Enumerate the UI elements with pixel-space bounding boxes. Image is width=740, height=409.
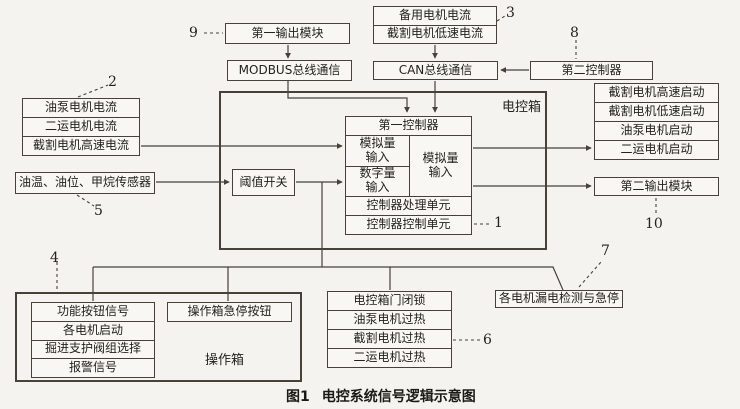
- stack-row: 备用电机电流: [374, 7, 496, 26]
- callout-5: 5: [94, 203, 103, 219]
- cell-processing-unit: 控制器处理单元: [346, 196, 471, 215]
- box-backup-current-stack: 备用电机电流 截割电机低速电流: [373, 6, 497, 44]
- stack-row: 截割电机高速启动: [595, 84, 718, 103]
- cell-analog-input-right: 模拟量输入: [422, 151, 459, 179]
- stack-row: 油泵电机过热: [328, 311, 451, 330]
- cell-analog-input: 模拟量输入: [346, 136, 409, 167]
- box-motor-current-stack: 油泵电机电流 二运电机电流 截割电机高速电流: [22, 98, 140, 156]
- figure-caption: 图1 电控系统信号逻辑示意图: [286, 386, 476, 406]
- stack-row: 截割电机高速电流: [32, 138, 129, 153]
- stack-row: 报警信号: [68, 360, 117, 375]
- box-second-output-module: 第二输出模块: [594, 177, 719, 196]
- leader-callout-5: [76, 194, 95, 207]
- cell-digital-input: 数字量输入: [359, 166, 396, 195]
- box-can-bus: CAN总线通信: [373, 61, 498, 80]
- box-leakage-detect: 各电机漏电检测与急停: [495, 290, 623, 308]
- box-first-controller: 第一控制器 模拟量输入 数字量输入 模拟量输入 控制器处理单元 控制器控制单元: [345, 116, 472, 235]
- box-sensors: 油温、油位、甲烷传感器: [15, 172, 155, 194]
- first-controller-title: 第一控制器: [346, 117, 471, 136]
- stack-row: 电控箱门闭锁: [328, 292, 451, 311]
- stack-row: 截割电机低速电流: [386, 26, 483, 41]
- operator-box-label: 操作箱: [205, 353, 245, 368]
- callout-4: 4: [50, 250, 59, 266]
- callout-9: 9: [189, 25, 198, 41]
- callout-3: 3: [506, 5, 515, 21]
- stack-row: 截割电机过热: [328, 330, 451, 349]
- leader-callout-2: [77, 84, 109, 98]
- leader-callout-7: [578, 261, 602, 288]
- stack-row: 二运电机过热: [353, 350, 426, 365]
- callout-1: 1: [494, 215, 503, 231]
- callout-7: 7: [601, 243, 610, 259]
- operator-box: [15, 292, 302, 382]
- stack-row: 油泵电机电流: [23, 99, 139, 118]
- callout-10: 10: [645, 216, 663, 232]
- cell-control-unit: 控制器控制单元: [346, 215, 471, 234]
- stack-row: 截割电机低速启动: [595, 103, 718, 122]
- callout-8: 8: [570, 25, 579, 41]
- box-threshold-switch: 阈值开关: [232, 169, 295, 196]
- stack-row: 掘进支护阀组选择: [32, 341, 154, 360]
- figure-number: 图1: [286, 389, 310, 405]
- box-modbus-bus: MODBUS总线通信: [227, 60, 352, 81]
- figure-title: 电控系统信号逻辑示意图: [321, 389, 476, 405]
- box-startup-stack: 截割电机高速启动 截割电机低速启动 油泵电机启动 二运电机启动: [594, 83, 719, 160]
- callout-6: 6: [483, 332, 492, 348]
- box-estop-button: 操作箱急停按钮: [167, 302, 292, 322]
- callout-2: 2: [108, 74, 117, 90]
- stack-row: 各电机启动: [32, 322, 154, 341]
- stack-row: 二运电机电流: [23, 118, 139, 137]
- box-operator-signal-stack: 功能按钮信号 各电机启动 掘进支护阀组选择 报警信号: [31, 302, 155, 378]
- box-status-stack: 电控箱门闭锁 油泵电机过热 截割电机过热 二运电机过热: [327, 291, 452, 368]
- control-cabinet-label: 电控箱: [502, 100, 542, 115]
- stack-row: 油泵电机启动: [595, 122, 718, 141]
- stack-row: 二运电机启动: [620, 142, 693, 157]
- wire-bottom-bus: [93, 266, 564, 291]
- box-first-output-module: 第一输出模块: [225, 23, 350, 44]
- stack-row: 功能按钮信号: [32, 303, 154, 322]
- box-second-controller: 第二控制器: [530, 61, 653, 80]
